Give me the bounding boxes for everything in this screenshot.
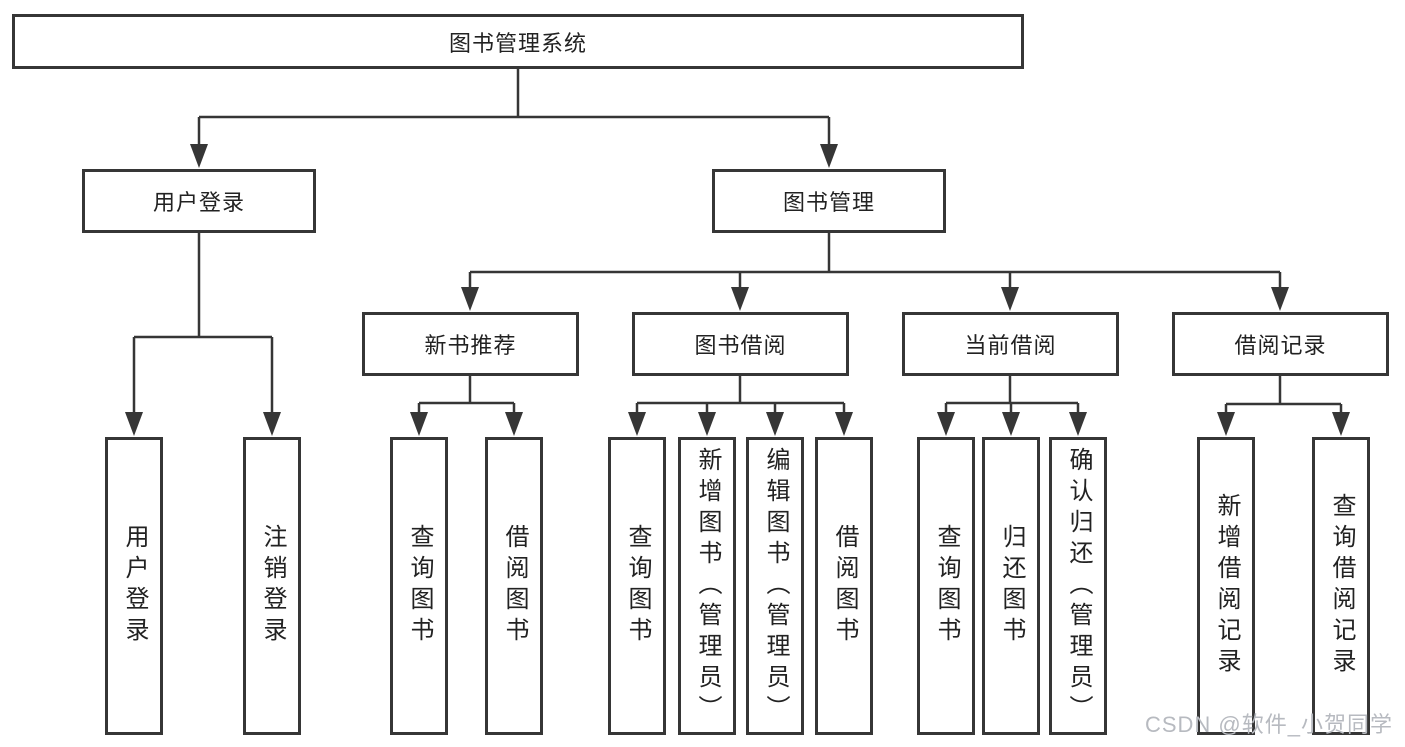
leaf-borrow-edit-book-admin: 编辑图书（管理员） — [746, 437, 804, 735]
node-book-borrow: 图书借阅 — [632, 312, 849, 376]
node-borrow-record: 借阅记录 — [1172, 312, 1389, 376]
node-borrow-record-label: 借阅记录 — [1234, 333, 1327, 358]
node-user-login-branch-label: 用户登录 — [152, 190, 245, 215]
csdn-watermark: CSDN @软件_小贺同学 — [1144, 712, 1393, 737]
leaf-record-query-record-label: 查询借阅记录 — [1328, 493, 1355, 679]
leaf-current-confirm-return-admin-label: 确认归还（管理员） — [1065, 446, 1092, 726]
connector-borrowrecord-to-leaves — [1217, 376, 1350, 436]
node-user-login-branch: 用户登录 — [82, 169, 316, 233]
connector-root-to-level2 — [190, 69, 838, 168]
leaf-borrow-add-book-admin-label: 新增图书（管理员） — [694, 446, 721, 726]
node-root-system-label: 图书管理系统 — [448, 30, 587, 56]
node-book-borrow-label: 图书借阅 — [694, 333, 787, 358]
leaf-borrow-edit-book-admin-label: 编辑图书（管理员） — [762, 446, 789, 726]
leaf-current-query-book-label: 查询图书 — [933, 524, 960, 648]
leaf-logout: 注销登录 — [243, 437, 301, 735]
node-root-system: 图书管理系统 — [12, 14, 1024, 69]
node-new-book-recommend-label: 新书推荐 — [424, 333, 517, 358]
leaf-user-login: 用户登录 — [105, 437, 163, 735]
leaf-borrow-borrow-book: 借阅图书 — [815, 437, 873, 735]
connector-newbook-to-leaves — [410, 376, 523, 436]
connector-userlogin-to-leaves — [125, 233, 281, 436]
node-current-borrow-label: 当前借阅 — [964, 333, 1057, 358]
leaf-newbook-borrow-book: 借阅图书 — [485, 437, 543, 735]
leaf-current-return-book-label: 归还图书 — [998, 524, 1025, 648]
connector-currentborrow-to-leaves — [937, 376, 1087, 436]
node-current-borrow: 当前借阅 — [902, 312, 1119, 376]
leaf-borrow-add-book-admin: 新增图书（管理员） — [678, 437, 736, 735]
leaf-borrow-borrow-book-label: 借阅图书 — [831, 524, 858, 648]
leaf-record-query-record: 查询借阅记录 — [1312, 437, 1370, 735]
node-new-book-recommend: 新书推荐 — [362, 312, 579, 376]
node-book-management-branch-label: 图书管理 — [782, 190, 875, 215]
leaf-user-login-label: 用户登录 — [121, 524, 148, 648]
leaf-newbook-query-book: 查询图书 — [390, 437, 448, 735]
connector-bookborrow-to-leaves — [628, 376, 853, 436]
leaf-record-add-record: 新增借阅记录 — [1197, 437, 1255, 735]
leaf-newbook-query-book-label: 查询图书 — [406, 524, 433, 648]
leaf-current-query-book: 查询图书 — [917, 437, 975, 735]
leaf-logout-label: 注销登录 — [259, 524, 286, 648]
leaf-borrow-query-book: 查询图书 — [608, 437, 666, 735]
leaf-newbook-borrow-book-label: 借阅图书 — [501, 524, 528, 648]
leaf-current-confirm-return-admin: 确认归还（管理员） — [1049, 437, 1107, 735]
connector-bookmgmt-to-level3 — [461, 233, 1289, 311]
leaf-record-add-record-label: 新增借阅记录 — [1213, 493, 1240, 679]
leaf-current-return-book: 归还图书 — [982, 437, 1040, 735]
leaf-borrow-query-book-label: 查询图书 — [624, 524, 651, 648]
node-book-management-branch: 图书管理 — [712, 169, 946, 233]
